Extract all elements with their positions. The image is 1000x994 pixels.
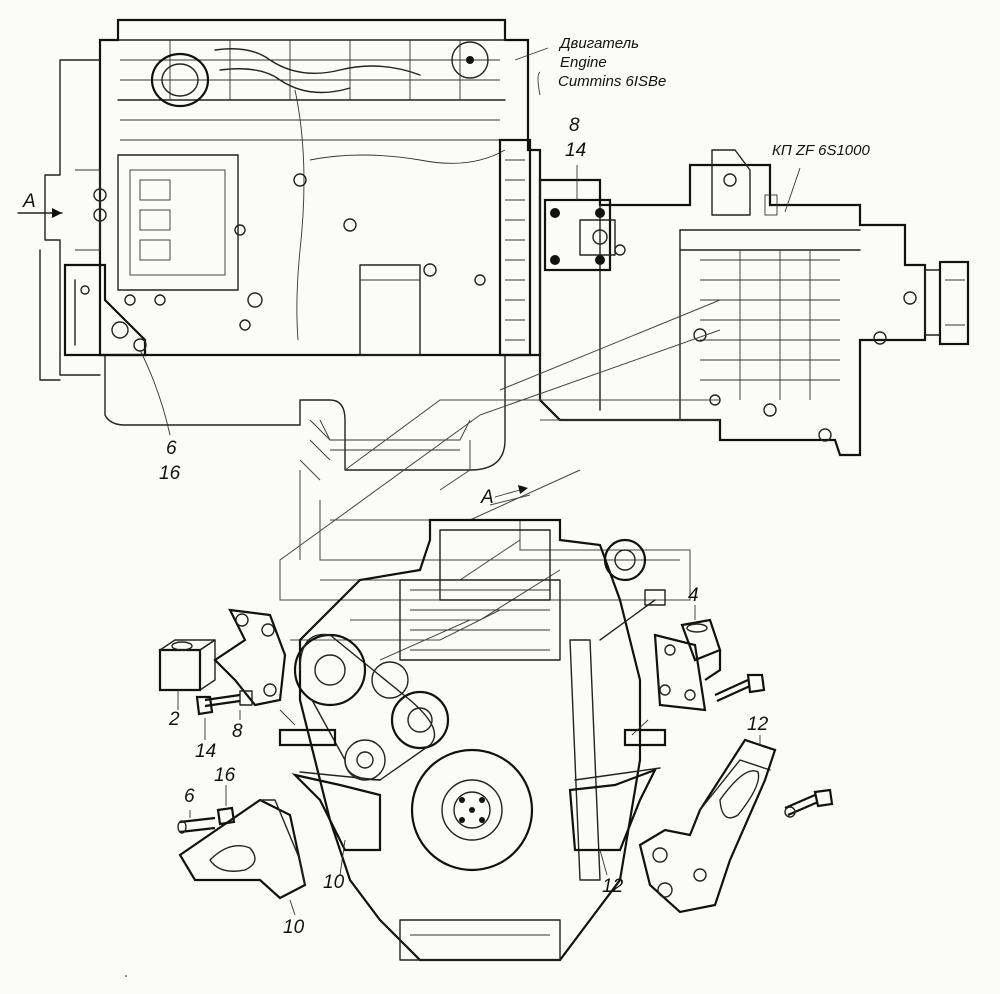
bolt-6-nut-16-rear-left [177, 785, 236, 834]
callout-bolt-front-left: 8 [232, 721, 243, 742]
bracket-12-loose [638, 735, 834, 914]
callout-bracket-rear-left-installed: 10 [323, 872, 345, 893]
engine-side-view [39, 18, 542, 471]
callout-bracket-front-left: 2 [169, 709, 180, 730]
view-arrow-label: A [23, 191, 36, 212]
engine-caption-model: Cummins 6ISBe [558, 73, 667, 90]
engine-caption-en: Engine [560, 54, 607, 71]
callout-nut-front-left: 14 [195, 741, 217, 762]
view-marker-a [494, 485, 528, 498]
callout-left-nut: 16 [159, 463, 181, 484]
callout-bracket-rear-right: 12 [747, 714, 769, 735]
gearbox-caption: КП ZF 6S1000 [772, 142, 870, 159]
engine-front-view [278, 518, 667, 962]
callout-left-bolt: 6 [166, 438, 177, 459]
engine-caption-ru: Двигатель [560, 35, 639, 52]
bracket-10-loose [178, 798, 307, 916]
bracket-2 [158, 608, 287, 710]
callout-top-nut: 14 [565, 140, 587, 161]
bolt-8-nut-14-left [195, 690, 253, 740]
callout-bracket-rear-right-installed: 12 [602, 876, 624, 897]
bracket-4 [653, 605, 722, 712]
gearbox-side-view [514, 47, 970, 457]
bolt-nut-right-front [714, 673, 766, 703]
projection-lines [279, 299, 721, 661]
view-arrow-a [17, 208, 63, 218]
callout-top-bolt: 8 [569, 115, 580, 136]
callout-nut-rear-left: 16 [214, 765, 236, 786]
view-marker-label: A [481, 487, 494, 508]
callout-bolt-rear-left: 6 [184, 786, 195, 807]
callout-bracket-front-right: 4 [688, 585, 699, 606]
callout-bracket-rear-left: 10 [283, 917, 305, 938]
